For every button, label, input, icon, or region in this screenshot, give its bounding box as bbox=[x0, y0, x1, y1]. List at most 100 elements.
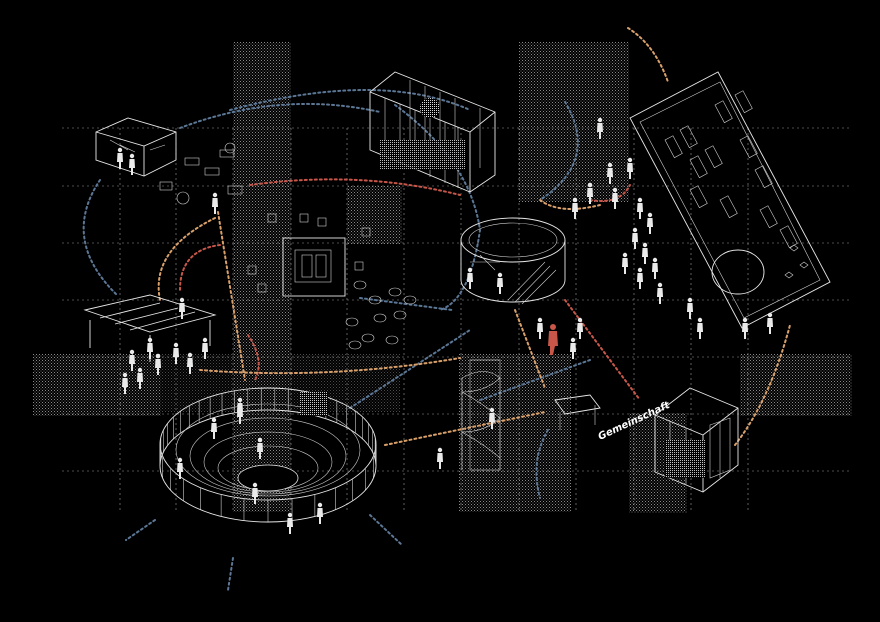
person-head bbox=[202, 337, 208, 343]
person-figure bbox=[173, 342, 179, 364]
person-head bbox=[647, 212, 653, 218]
person-figure bbox=[317, 502, 323, 524]
person-head bbox=[742, 317, 748, 323]
person-body bbox=[252, 488, 258, 504]
beanbag bbox=[373, 313, 387, 323]
person-figure bbox=[632, 227, 638, 249]
flow-arrow-orange bbox=[627, 27, 669, 83]
person-body bbox=[537, 323, 543, 339]
person-body bbox=[577, 323, 583, 339]
person-body bbox=[437, 453, 443, 469]
person-body bbox=[497, 278, 503, 294]
person-head bbox=[177, 457, 183, 463]
person-figure bbox=[647, 212, 653, 234]
plant-pavilion bbox=[654, 387, 739, 493]
person-head bbox=[612, 187, 618, 193]
lounge-beanbags bbox=[345, 280, 417, 350]
person-head bbox=[597, 117, 603, 123]
shelf-unit bbox=[689, 155, 708, 179]
person-head bbox=[187, 352, 193, 358]
person-body bbox=[155, 359, 161, 375]
person-figure bbox=[202, 337, 208, 359]
flow-arrow-blue bbox=[539, 101, 579, 201]
amphitheatre-planting bbox=[300, 392, 328, 416]
person-figure bbox=[212, 192, 218, 214]
shelf-unit bbox=[704, 145, 723, 169]
stool bbox=[799, 261, 809, 269]
shelf-unit bbox=[739, 135, 758, 159]
person-body bbox=[257, 443, 263, 459]
person-head bbox=[642, 242, 648, 248]
person-figure bbox=[252, 482, 258, 504]
round-table bbox=[711, 249, 765, 295]
person-figure bbox=[129, 349, 135, 371]
person-head bbox=[437, 447, 443, 453]
flow-arrow-orange bbox=[217, 211, 246, 381]
person-body bbox=[652, 263, 658, 279]
person-head bbox=[687, 297, 693, 303]
hatch-zone bbox=[233, 42, 291, 512]
person-head bbox=[129, 153, 135, 159]
person-body bbox=[211, 423, 217, 439]
person-body bbox=[129, 355, 135, 371]
dashed-grid bbox=[62, 127, 850, 510]
person-body bbox=[317, 508, 323, 524]
person-body bbox=[179, 303, 185, 319]
person-body bbox=[627, 163, 633, 179]
person-figure bbox=[155, 353, 161, 375]
person-figure bbox=[257, 437, 263, 459]
person-figure bbox=[587, 182, 593, 204]
flow-arrow-blue bbox=[229, 89, 471, 111]
person-figure bbox=[570, 337, 576, 359]
person-body bbox=[187, 358, 193, 374]
person-body bbox=[570, 343, 576, 359]
person-figure bbox=[657, 282, 663, 304]
beanbag bbox=[388, 287, 402, 297]
person-body bbox=[687, 303, 693, 319]
person-head bbox=[173, 342, 179, 348]
person-head bbox=[237, 397, 243, 403]
person-figure bbox=[642, 242, 648, 264]
stool bbox=[784, 271, 794, 279]
plant-shelf-icon bbox=[709, 417, 731, 479]
person-figure bbox=[652, 257, 658, 279]
person-head bbox=[467, 267, 473, 273]
person-head bbox=[627, 157, 633, 163]
person-body bbox=[587, 188, 593, 204]
person-body bbox=[489, 413, 495, 429]
person-head bbox=[622, 252, 628, 258]
flow-arrow-blue bbox=[125, 519, 156, 541]
person-head bbox=[155, 353, 161, 359]
flow-arrow-blue bbox=[82, 179, 119, 297]
hatch-zone bbox=[347, 186, 402, 244]
beanbag bbox=[353, 280, 367, 290]
person-head bbox=[637, 197, 643, 203]
amphitheatre bbox=[159, 387, 377, 523]
shelf-unit bbox=[734, 90, 753, 114]
person-body bbox=[137, 373, 143, 389]
beanbag bbox=[368, 295, 382, 305]
person-figure bbox=[612, 187, 618, 209]
flow-arrow-blue bbox=[349, 329, 471, 409]
person-body bbox=[117, 153, 123, 169]
person-head bbox=[497, 272, 503, 278]
flow-arrow-orange bbox=[734, 324, 791, 446]
person-head bbox=[147, 337, 153, 343]
flow-arrow-blue bbox=[394, 104, 482, 311]
person-body bbox=[697, 323, 703, 339]
person-figure bbox=[627, 157, 633, 179]
person-figure bbox=[211, 417, 217, 439]
flow-arrow-blue bbox=[359, 297, 453, 311]
shelf-unit bbox=[754, 165, 773, 189]
person-figure bbox=[467, 267, 473, 289]
person-figure bbox=[147, 337, 153, 359]
cafe-pavilion bbox=[95, 117, 243, 205]
flow-arrow-red bbox=[247, 334, 260, 381]
shelf-unit bbox=[714, 100, 733, 124]
flow-arrow-blue bbox=[227, 557, 234, 591]
shelf-unit bbox=[664, 135, 683, 159]
beanbag bbox=[345, 317, 359, 327]
person-head bbox=[252, 482, 258, 488]
person-figure bbox=[637, 267, 643, 289]
